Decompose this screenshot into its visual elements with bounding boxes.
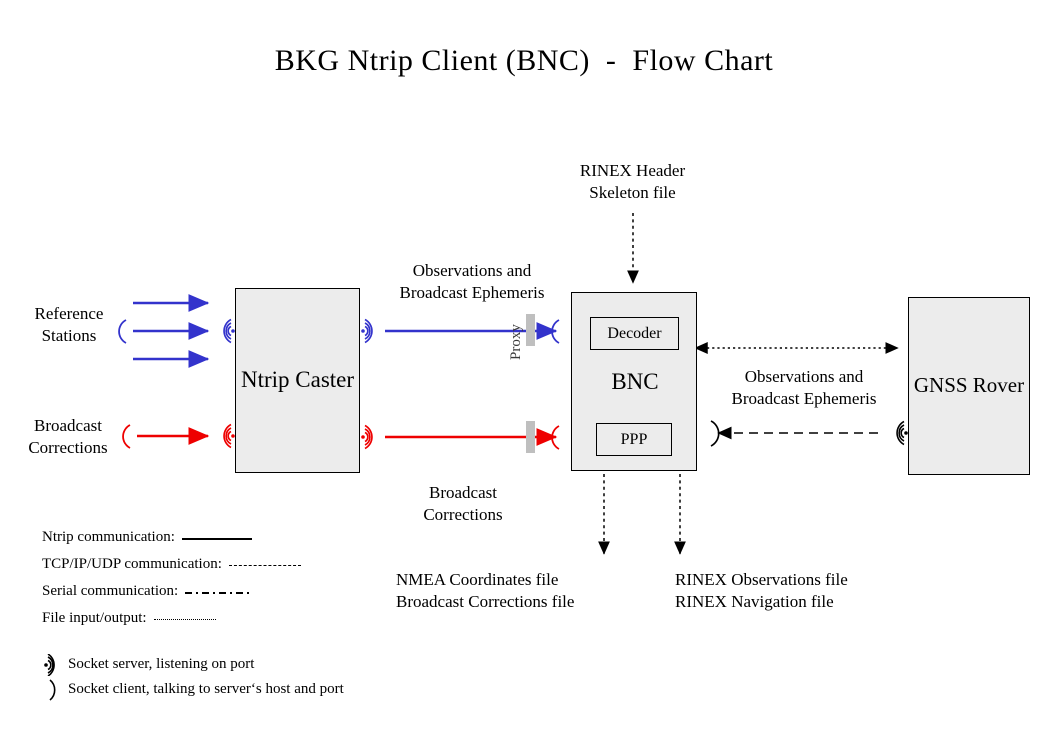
- socket-server-icon: [361, 424, 373, 450]
- socket-client-icon: [38, 678, 68, 701]
- socket-server-icon: [38, 653, 68, 676]
- page-title: BKG Ntrip Client (BNC) - Flow Chart: [274, 44, 774, 77]
- socket-server-icon: [896, 420, 908, 446]
- legend-label-socket-client: Socket client, talking to server‘s host …: [68, 681, 344, 697]
- legend-swatch-dotted-line: [153, 619, 216, 620]
- legend-socket-glyphs: Socket server, listening on port Socket …: [38, 652, 344, 702]
- legend-swatch-dashdot-line: [185, 591, 250, 594]
- label-reference-stations: Reference Stations: [34, 304, 104, 346]
- socket-server-icon: [361, 318, 373, 344]
- legend-row-socket-client: Socket client, talking to server‘s host …: [38, 677, 344, 702]
- legend-label-ntrip: Ntrip communication:: [42, 529, 175, 545]
- legend-label-tcpip: TCP/IP/UDP communication:: [42, 556, 222, 572]
- node-ppp-label: PPP: [620, 430, 648, 448]
- label-observations-ephemeris-bnc-rover: Observations and Broadcast Ephemeris: [731, 367, 877, 409]
- legend-swatch-dashed-line: [228, 565, 301, 566]
- legend-row-socket-server: Socket server, listening on port: [38, 652, 344, 677]
- label-rinex-header-skeleton-file: RINEX Header Skeleton file: [579, 161, 686, 203]
- node-decoder-label: Decoder: [607, 324, 662, 342]
- node-bnc-label: BNC: [611, 369, 659, 395]
- legend-line-styles: Ntrip communication: TCP/IP/UDP communic…: [42, 524, 301, 632]
- label-broadcast-corrections-source: Broadcast Corrections: [28, 416, 108, 458]
- legend-swatch-solid-line: [181, 537, 252, 540]
- label-broadcast-corrections-caster-bnc: Broadcast Corrections: [423, 483, 503, 525]
- proxy-bar-bottom: [526, 421, 535, 453]
- legend-row-tcpip: TCP/IP/UDP communication:: [42, 551, 301, 578]
- proxy-bar-top: [526, 314, 535, 346]
- legend-label-file-io: File input/output:: [42, 610, 147, 626]
- legend-label-socket-server: Socket server, listening on port: [68, 656, 255, 672]
- label-rinex-output-files: RINEX Observations file RINEX Navigation…: [675, 570, 848, 612]
- socket-client-icon: [710, 420, 720, 447]
- label-nmea-output-files: NMEA Coordinates file Broadcast Correcti…: [396, 570, 575, 612]
- node-ntrip-caster[interactable]: Ntrip Caster: [235, 288, 360, 473]
- node-ppp[interactable]: PPP: [596, 423, 672, 456]
- legend-row-file-io: File input/output:: [42, 605, 301, 632]
- label-observations-ephemeris-caster-bnc: Observations and Broadcast Ephemeris: [399, 261, 545, 303]
- socket-server-icon: [223, 318, 235, 344]
- socket-client-icon: [551, 319, 560, 344]
- node-decoder[interactable]: Decoder: [590, 317, 679, 350]
- node-gnss-rover[interactable]: GNSS Rover: [908, 297, 1030, 475]
- node-gnss-rover-label: GNSS Rover: [913, 373, 1025, 398]
- edge-reference-stations-to-caster: [133, 294, 210, 368]
- node-ntrip-caster-label: Ntrip Caster: [240, 367, 355, 393]
- socket-client-icon: [551, 425, 560, 450]
- legend-label-serial: Serial communication:: [42, 583, 179, 599]
- socket-server-icon: [223, 423, 235, 449]
- legend-row-ntrip: Ntrip communication:: [42, 524, 301, 551]
- legend-row-serial: Serial communication:: [42, 578, 301, 605]
- proxy-label: Proxy: [508, 324, 524, 360]
